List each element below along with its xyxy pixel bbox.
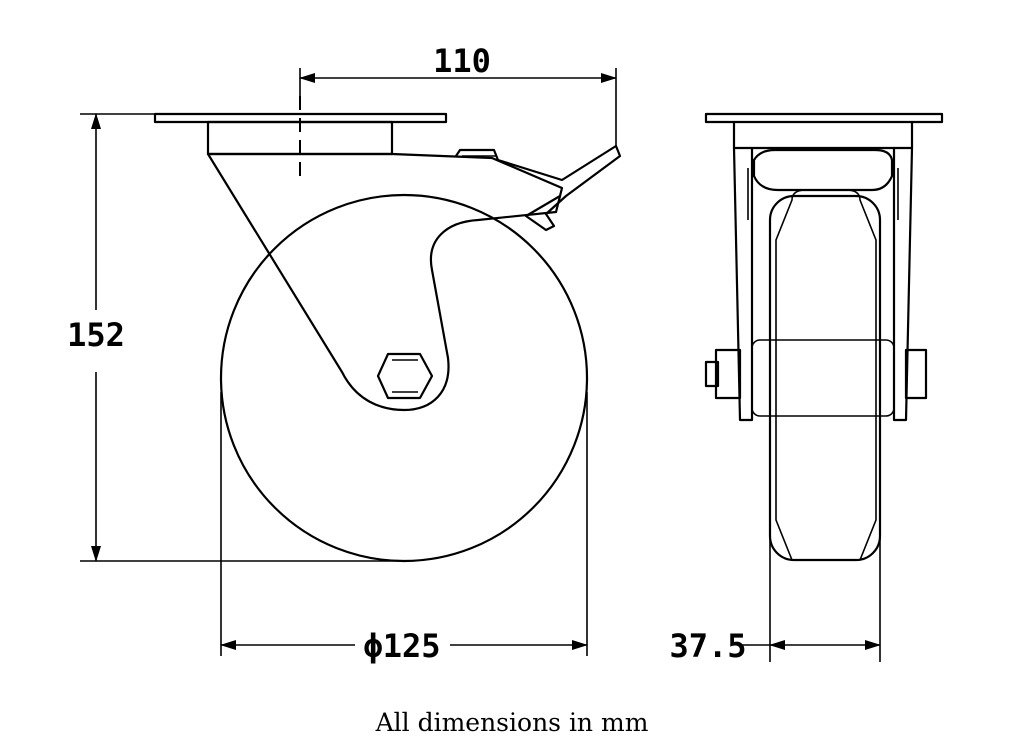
caster-front-view xyxy=(704,112,944,562)
dimension-diameter: ϕ125 xyxy=(220,392,588,665)
dimension-wheel-width: 37.5 xyxy=(669,500,881,665)
front-top-plate xyxy=(704,112,944,124)
dimension-diameter-label: ϕ125 xyxy=(363,627,440,665)
axle-nut-left xyxy=(714,348,742,400)
dimension-110-label: 110 xyxy=(433,42,491,80)
axle-nut xyxy=(376,352,434,400)
caster-side-view xyxy=(153,96,622,563)
dimension-110: 110 xyxy=(299,42,617,146)
wheel-side xyxy=(219,193,589,563)
fork-arm xyxy=(206,152,564,412)
dimension-wheel-width-label: 37.5 xyxy=(669,627,746,665)
wheel-front xyxy=(768,194,882,562)
units-footnote: All dimensions in mm xyxy=(375,708,649,737)
dimension-152-label: 152 xyxy=(67,316,125,354)
axle-nut-right xyxy=(904,348,928,400)
fork-bracket xyxy=(752,148,894,192)
brake-lever xyxy=(454,144,622,232)
dimension-152: 152 xyxy=(67,113,404,562)
